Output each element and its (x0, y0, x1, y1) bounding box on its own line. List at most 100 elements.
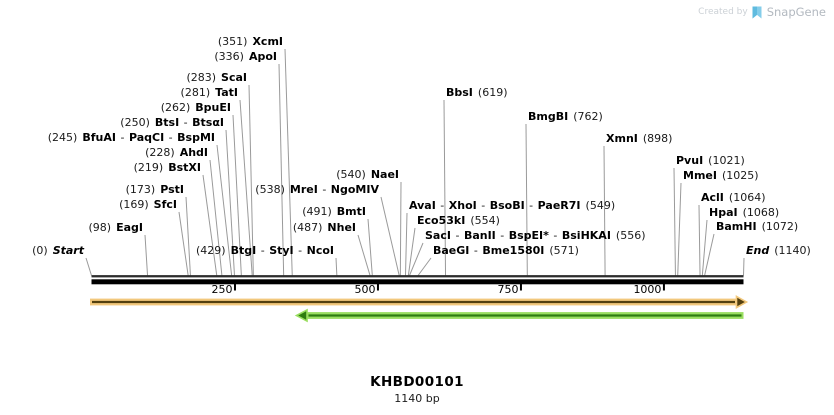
site-position: (1021) (708, 154, 745, 167)
separator: - (165, 131, 177, 144)
enzyme-name: NcoI (306, 244, 334, 257)
site-position: (228) (145, 146, 175, 159)
site-label: (228)AhdI (145, 146, 208, 160)
site-label: (283)ScaI (186, 71, 247, 85)
separator: - (496, 229, 508, 242)
backbone-thin-line (91, 275, 744, 278)
site-position: (540) (336, 168, 366, 181)
site-label: PvuI(1021) (676, 154, 745, 168)
enzyme-name: Start (52, 244, 84, 257)
site-position: (898) (642, 132, 673, 145)
site-position: (281) (180, 86, 211, 99)
ruler-number: 1000 (633, 283, 662, 296)
site-position: (351) (217, 35, 248, 48)
enzyme-name: MmeI (683, 169, 717, 182)
leader-line (239, 99, 253, 276)
leader-line (284, 48, 293, 276)
leader-line (367, 218, 373, 276)
leader-line (216, 144, 233, 276)
backbone-thick-line (91, 279, 744, 285)
site-label: (0)Start (32, 244, 84, 258)
enzyme-name: XhoI (448, 199, 477, 212)
site-label: (173) PstI (126, 183, 184, 197)
forward-feature-arrow-head (735, 295, 749, 309)
site-label: BbsI(619) (446, 86, 508, 100)
site-position: (98) (88, 221, 112, 234)
watermark: Created by SnapGene (698, 5, 826, 19)
leader-line (407, 227, 416, 276)
leader-line (673, 167, 676, 276)
site-label: (336)ApoI (214, 50, 277, 64)
site-label: AvaI - XhoI - BsoBI - PaeR7I(549) (409, 199, 615, 213)
sequence-title: KHBD00101 (370, 374, 464, 390)
separator: - (180, 116, 192, 129)
site-label: (538)MreI - NgoMIV (255, 183, 379, 197)
watermark-created-by-text: Created by (698, 7, 748, 17)
separator: - (116, 131, 128, 144)
site-position: (1072) (761, 220, 799, 233)
enzyme-name: BmgBI (528, 110, 569, 123)
ruler-tick (233, 280, 236, 291)
reverse-feature-arrow-core (308, 314, 742, 317)
site-position: (250) (120, 116, 150, 129)
ruler-tick (519, 280, 522, 291)
enzyme-name: BspMI (177, 131, 215, 144)
ruler-number: 500 (354, 283, 376, 296)
leader-line (144, 234, 149, 276)
site-position: (173) (125, 183, 156, 196)
site-position: (169) (119, 198, 149, 211)
enzyme-name: EagI (116, 221, 143, 234)
site-position: (1068) (742, 206, 780, 219)
ruler-tick (376, 280, 379, 291)
enzyme-name: PaeR7I (537, 199, 581, 212)
site-label: (351)XcmI (218, 35, 283, 49)
enzyme-name: BtsI (154, 116, 180, 129)
leader-line (380, 196, 400, 276)
site-position: (219) (133, 161, 164, 174)
separator: - (525, 199, 537, 212)
site-position: (549) (585, 199, 616, 212)
enzyme-name: BaeGI (433, 244, 470, 257)
site-label: (262)BpuEI (161, 101, 231, 115)
enzyme-name: BmtI (336, 205, 366, 218)
leader-line (357, 234, 371, 276)
site-position: (1064) (728, 191, 766, 204)
site-label: (281)TatI (181, 86, 238, 100)
site-label: XmnI(898) (606, 132, 672, 146)
ruler-number: 250 (211, 283, 233, 296)
enzyme-name: PaqCI (128, 131, 165, 144)
leader-line (443, 99, 447, 276)
site-position: (554) (470, 214, 500, 227)
site-position: (283) (186, 71, 217, 84)
leader-line (85, 257, 92, 276)
leader-line (404, 212, 408, 276)
site-position: (336) (214, 50, 244, 63)
site-position: (571) (549, 244, 579, 257)
enzyme-name: BtgI (230, 244, 257, 257)
ruler-number: 750 (497, 283, 519, 296)
enzyme-name: BanII (463, 229, 496, 242)
enzyme-name: PstI (160, 183, 184, 196)
separator: - (294, 244, 306, 257)
site-position: (619) (477, 86, 508, 99)
site-label: BamHI (1072) (716, 220, 798, 234)
leader-line (248, 84, 254, 276)
site-position: (429) (196, 244, 226, 257)
leader-line (185, 196, 191, 276)
snapgene-flag-icon (752, 6, 762, 18)
site-label: (487)NheI (293, 221, 356, 235)
enzyme-name: BamHI (716, 220, 757, 233)
separator: - (477, 199, 489, 212)
enzyme-name: NgoMIV (330, 183, 379, 196)
site-position: (491) (302, 205, 332, 218)
enzyme-name: BstXI (168, 161, 201, 174)
enzyme-name: Bme1580I (482, 244, 545, 257)
leader-line (677, 182, 682, 276)
enzyme-name: End (746, 244, 770, 257)
leader-line (225, 129, 235, 276)
site-label: HpaI(1068) (709, 206, 779, 220)
site-label: (540)NaeI (336, 168, 399, 182)
